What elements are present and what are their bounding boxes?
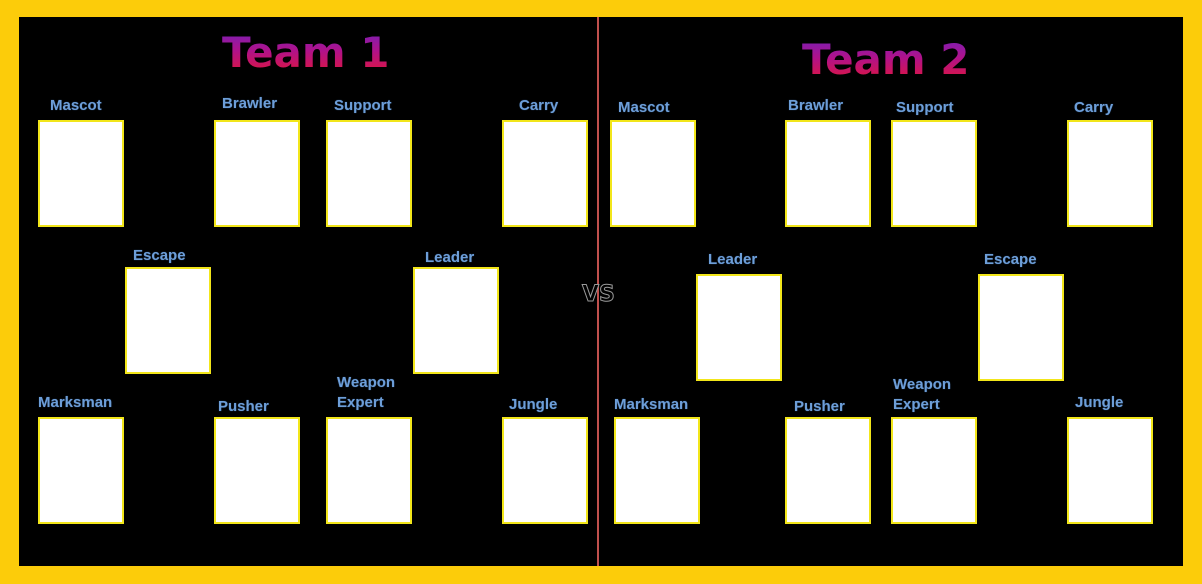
- team2-title: Team 2: [802, 35, 970, 84]
- team2-weapon-expert-slot[interactable]: [891, 417, 977, 524]
- team1-mascot-slot[interactable]: [38, 120, 124, 227]
- team1-escape-label: Escape: [133, 247, 186, 264]
- team2-pusher-label: Pusher: [794, 398, 845, 415]
- team1-pusher-label: Pusher: [218, 398, 269, 415]
- team-divider: [597, 17, 599, 566]
- team2-brawler-slot[interactable]: [785, 120, 871, 227]
- team2-support-label: Support: [896, 99, 954, 116]
- team2-jungle-slot[interactable]: [1067, 417, 1153, 524]
- team2-carry-label: Carry: [1074, 99, 1114, 116]
- team1-jungle-slot[interactable]: [502, 417, 588, 524]
- team2-leader-label: Leader: [708, 251, 758, 268]
- team1-support-slot[interactable]: [326, 120, 412, 227]
- team2-pusher-slot[interactable]: [785, 417, 871, 524]
- team1-carry-label: Carry: [519, 97, 559, 114]
- team1-weapon-expert-slot[interactable]: [326, 417, 412, 524]
- team1-marksman-slot[interactable]: [38, 417, 124, 524]
- team1-carry-slot[interactable]: [502, 120, 588, 227]
- team2-carry-slot[interactable]: [1067, 120, 1153, 227]
- team2-mascot-slot[interactable]: [610, 120, 696, 227]
- team2-leader-slot[interactable]: [696, 274, 782, 381]
- team1-title: Team 1: [222, 28, 390, 77]
- team1-leader-slot[interactable]: [413, 267, 499, 374]
- team2-jungle-label: Jungle: [1075, 394, 1124, 411]
- team1-brawler-slot[interactable]: [214, 120, 300, 227]
- team1-jungle-label: Jungle: [509, 396, 558, 413]
- team2-marksman-slot[interactable]: [614, 417, 700, 524]
- team2-escape-label: Escape: [984, 251, 1037, 268]
- team1-marksman-label: Marksman: [38, 394, 113, 411]
- team2-weapon-expert-label: Weapon Expert: [893, 376, 952, 413]
- versus-label: VS: [582, 282, 616, 307]
- team1-support-label: Support: [334, 97, 392, 114]
- team1-escape-slot[interactable]: [125, 267, 211, 374]
- team1-pusher-slot[interactable]: [214, 417, 300, 524]
- team2-brawler-label: Brawler: [788, 97, 844, 114]
- team1-weapon-expert-label: Weapon Expert: [337, 374, 396, 411]
- team2-escape-slot[interactable]: [978, 274, 1064, 381]
- team1-brawler-label: Brawler: [222, 95, 278, 112]
- team1-mascot-label: Mascot: [50, 97, 102, 114]
- team2-mascot-label: Mascot: [618, 99, 670, 116]
- team2-support-slot[interactable]: [891, 120, 977, 227]
- team1-leader-label: Leader: [425, 249, 475, 266]
- team2-marksman-label: Marksman: [614, 396, 689, 413]
